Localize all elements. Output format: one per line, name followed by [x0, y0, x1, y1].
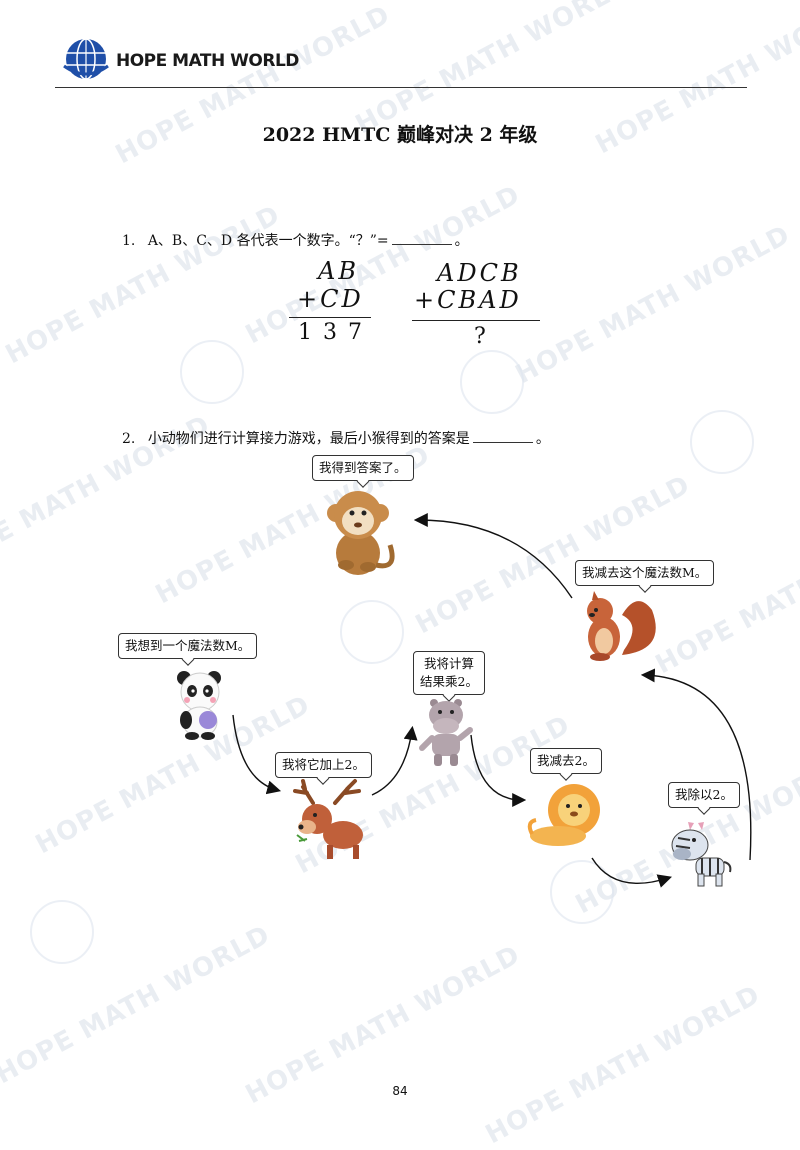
zebra-icon — [671, 822, 732, 887]
answer-blank[interactable] — [391, 232, 452, 245]
watermark-globe-icon — [550, 860, 614, 924]
arrow-zebra-to-squirrel — [640, 668, 752, 861]
right-sum-line2: +CBAD — [414, 286, 522, 314]
brand-header: HOPE MATH WORLD — [62, 36, 299, 86]
page-title: 2022 HMTC 巅峰对决 2 年级 — [262, 124, 538, 146]
left-sum-result: 1 3 7 — [298, 320, 364, 345]
question-end: 。 — [454, 233, 469, 249]
question-text: 小动物们进行计算接力游戏，最后小猴得到的答案是 — [147, 431, 470, 447]
arrow-hippo-to-lion — [470, 734, 527, 807]
lion-icon — [527, 784, 600, 846]
watermark-globe-icon — [340, 600, 404, 664]
bubble-hippo: 我将计算 结果乘2。 — [413, 651, 485, 695]
globe-logo-icon — [62, 36, 110, 86]
arrow-deer-to-hippo — [371, 725, 418, 796]
question-number: 1. — [122, 233, 136, 249]
bubble-zebra: 我除以2。 — [668, 782, 740, 808]
squirrel-icon — [587, 591, 656, 661]
brand-name: HOPE MATH WORLD — [116, 51, 299, 71]
monkey-icon — [327, 491, 395, 575]
hippo-icon — [419, 699, 473, 766]
page-number: 84 — [392, 1084, 408, 1098]
watermark-globe-icon — [690, 410, 754, 474]
watermark-globe-icon — [180, 340, 244, 404]
bubble-panda: 我想到一个魔法数M。 — [118, 633, 258, 659]
deer-icon — [293, 779, 363, 859]
bubble-squirrel: 我减去这个魔法数M。 — [575, 560, 715, 586]
left-sum-rule — [289, 317, 371, 318]
question-2: 2. 小动物们进行计算接力游戏，最后小猴得到的答案是 。 — [122, 428, 550, 448]
question-1: 1. A、B、C、D 各代表一个数字。“？”= 。 — [122, 230, 469, 250]
right-sum-line1: ADCB — [437, 259, 522, 287]
bubble-lion: 我减去2。 — [530, 748, 602, 774]
left-sum-line2: +CD — [297, 285, 364, 313]
bubble-hippo-line1: 我将计算 — [423, 656, 474, 671]
arrow-lion-to-zebra — [591, 857, 672, 888]
question-end: 。 — [535, 431, 550, 447]
bubble-hippo-line2: 结果乘2。 — [420, 674, 478, 689]
question-text: A、B、C、D 各代表一个数字。“？”= — [147, 233, 389, 249]
arrow-panda-to-deer — [232, 714, 282, 795]
question-number: 2. — [122, 431, 136, 447]
watermark-globe-icon — [30, 900, 94, 964]
header-divider — [55, 87, 747, 88]
bubble-monkey: 我得到答案了。 — [312, 455, 414, 481]
right-sum-result: ? — [474, 324, 486, 349]
panda-icon — [177, 671, 221, 740]
right-sum-rule — [412, 320, 540, 321]
arrow-squirrel-to-monkey — [413, 513, 573, 599]
bubble-deer: 我将它加上2。 — [275, 752, 372, 778]
answer-blank[interactable] — [472, 430, 533, 443]
left-sum-line1: AB — [318, 257, 359, 285]
watermark-globe-icon — [460, 350, 524, 414]
